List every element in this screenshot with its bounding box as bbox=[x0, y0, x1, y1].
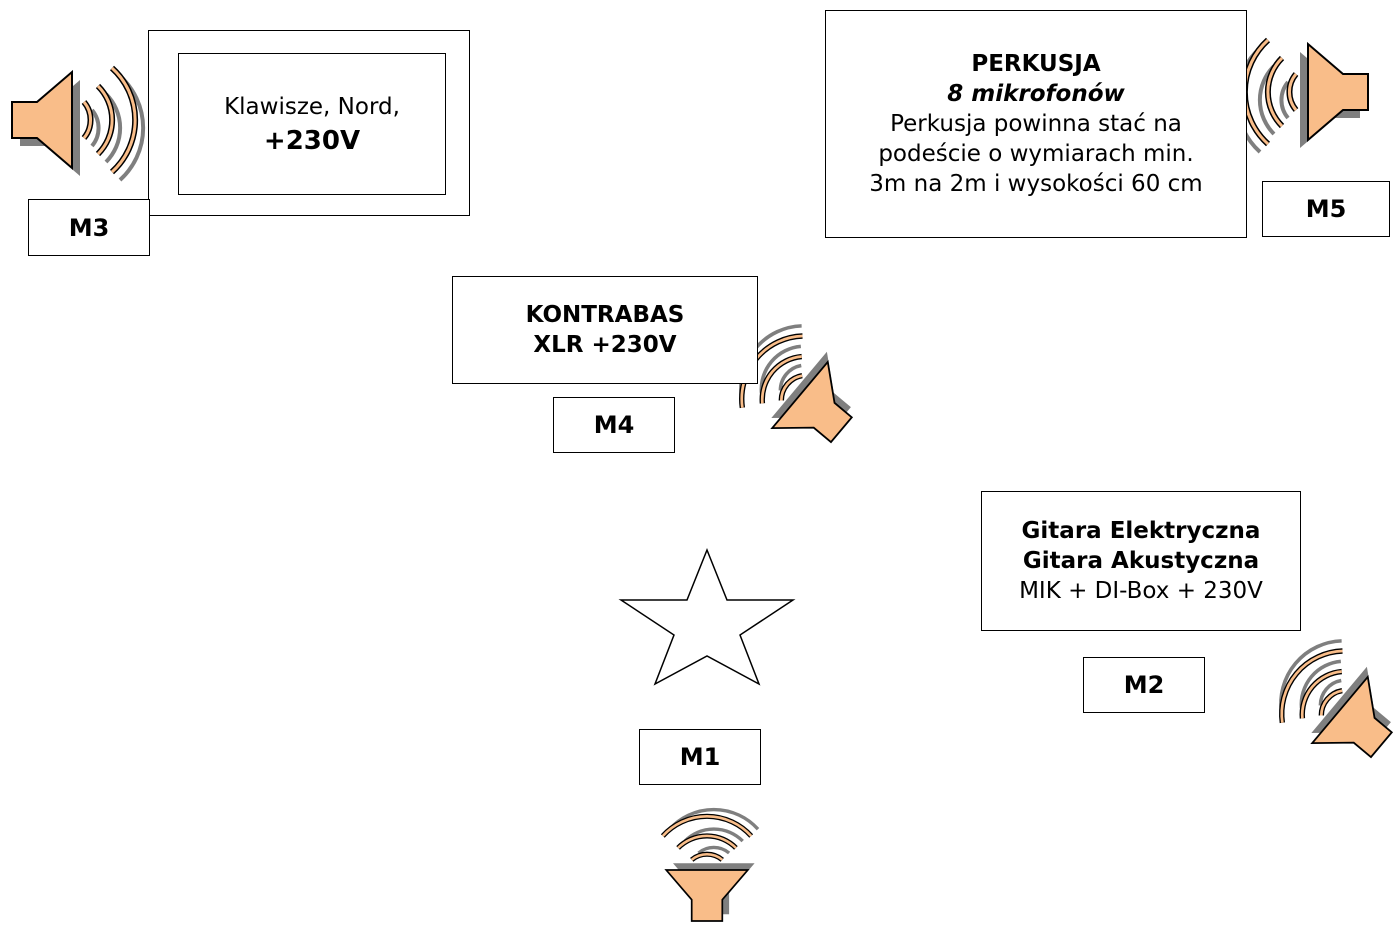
drums-note-line3: 3m na 2m i wysokości 60 cm bbox=[869, 171, 1203, 197]
bass-title: KONTRABAS bbox=[525, 302, 685, 328]
monitor-label-m1: M1 bbox=[639, 729, 761, 785]
drums-box: PERKUSJA 8 mikrofonów Perkusja powinna s… bbox=[825, 10, 1247, 238]
monitor-label-m5-text: M5 bbox=[1305, 195, 1347, 223]
drums-note-line2: podeście o wymiarach min. bbox=[878, 141, 1194, 167]
monitor-label-m2: M2 bbox=[1083, 657, 1205, 713]
guitar-box: Gitara Elektryczna Gitara Akustyczna MIK… bbox=[981, 491, 1301, 631]
guitar-line2: Gitara Akustyczna bbox=[1022, 548, 1260, 574]
drums-subtitle: 8 mikrofonów bbox=[947, 81, 1125, 107]
keys-box: Klawisze, Nord, +230V bbox=[178, 53, 446, 195]
star-icon bbox=[618, 547, 796, 686]
monitor-label-m3: M3 bbox=[28, 199, 150, 256]
monitor-label-m1-text: M1 bbox=[679, 743, 721, 771]
keys-power: +230V bbox=[263, 126, 361, 156]
monitor-speaker-m5-icon bbox=[1237, 40, 1368, 152]
monitor-label-m4: M4 bbox=[553, 397, 675, 453]
guitar-connection: MIK + DI-Box + 230V bbox=[1019, 578, 1263, 604]
monitor-label-m5: M5 bbox=[1262, 181, 1390, 237]
monitor-label-m4-text: M4 bbox=[593, 411, 635, 439]
monitor-label-m3-text: M3 bbox=[68, 213, 110, 242]
monitor-speaker-m3-icon bbox=[12, 68, 143, 180]
monitor-speaker-m1-icon bbox=[663, 810, 758, 921]
monitor-label-m2-text: M2 bbox=[1123, 671, 1165, 699]
drums-note-line1: Perkusja powinna stać na bbox=[890, 111, 1182, 137]
keys-line1: Klawisze, Nord, bbox=[224, 94, 400, 120]
drums-title: PERKUSJA bbox=[971, 51, 1101, 77]
bass-box: KONTRABAS XLR +230V bbox=[452, 276, 758, 384]
guitar-line1: Gitara Elektryczna bbox=[1021, 518, 1261, 544]
bass-connection: XLR +230V bbox=[533, 332, 677, 358]
monitor-speaker-m2-icon bbox=[1261, 627, 1395, 780]
